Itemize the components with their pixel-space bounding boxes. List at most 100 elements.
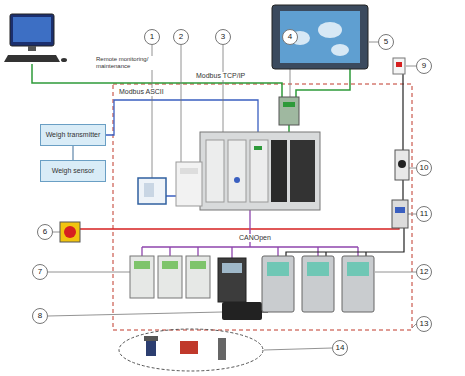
wire-label: Modbus ASCII [118,88,165,96]
touch-screen [331,44,349,56]
canopen-wire [197,247,198,256]
servo-drive [218,258,246,302]
plc-rack [228,140,246,202]
plc-rack [254,146,262,150]
computer-icon [61,58,67,62]
callout-circle: 13 [416,316,432,332]
variable-speed-drive [342,256,374,312]
disconnect-switch [396,62,402,67]
leader-line [48,42,416,350]
callout-number: 4 [288,33,292,42]
canopen-wire [277,247,278,256]
sensor-group [146,340,156,356]
small-drive [134,261,150,269]
power-wire [286,228,404,256]
computer-icon [28,46,36,51]
callout-circle: 12 [416,264,432,280]
leader-line [406,66,416,67]
wire-label: CANOpen [238,234,272,242]
callout-number: 14 [336,344,345,353]
ethernet-switch [279,97,299,125]
circuit-breaker [395,150,409,180]
leader-line [264,348,332,350]
modbus-wire [106,100,258,135]
leader-line [375,272,416,273]
canopen-wire [142,210,358,258]
weighing-module [144,183,154,197]
weighing-module [138,178,166,204]
callout-number: 8 [38,312,42,321]
circuit-breaker [395,150,409,180]
callout-number: 5 [384,38,388,47]
emergency-stop [60,222,80,242]
touch-screen [272,5,368,69]
plc-rack [271,140,287,202]
small-drive [130,256,210,298]
variable-speed-drive [347,262,369,276]
power-supply [180,168,198,174]
computer-icon [4,14,67,62]
callout-circle: 2 [173,29,189,45]
callout-number: 10 [420,164,429,173]
contactor [392,200,408,228]
small-drive [186,256,210,298]
ethernet-switch [283,102,295,107]
servo-drive [218,258,246,302]
canopen-wire [142,246,358,247]
wire-label: Modbus TCP/IP [195,72,246,80]
variable-speed-drive [262,256,294,312]
emergency-stop [60,222,80,242]
variable-speed-drive [302,256,334,312]
emergency-stop [64,226,76,238]
callout-circle: 1 [144,29,160,45]
power-supply [176,162,202,206]
callout-circle: 11 [416,206,432,222]
callout-number: 13 [420,320,429,329]
callout-number: 2 [179,33,183,42]
callout-circle: 3 [215,29,231,45]
ethernet-wire [296,69,350,97]
emergency-wire [80,228,399,229]
sensor-group [119,329,263,371]
ethernet-wire [32,64,350,132]
sensor-group [119,329,263,371]
canopen-wire [141,247,142,256]
sensor-group [180,341,198,354]
disconnect-switch [393,58,405,74]
touch-screen [280,11,360,63]
panel-outline [113,84,412,330]
plc-rack [250,140,268,202]
contactor [392,200,408,228]
leader-line [48,272,130,273]
leader-line [223,45,224,132]
variable-speed-drive [262,256,374,312]
power-wire [325,252,326,256]
wire-label: Remote monitoring/ maintenance [95,56,159,70]
leader-line [48,312,222,316]
callout-number: 3 [221,33,225,42]
plc-rack [200,132,320,210]
plc-rack [234,177,240,183]
process-box: Weigh sensor [40,160,106,182]
callout-circle: 5 [378,34,394,50]
power-supply [176,162,202,206]
plc-rack [200,132,320,210]
callout-circle: 8 [32,308,48,324]
callout-number: 1 [150,33,154,42]
disconnect-switch [393,58,405,74]
callout-circle: 7 [32,264,48,280]
plc-rack [206,140,224,202]
computer-icon [10,14,54,46]
callout-number: 12 [420,268,429,277]
small-drive [130,256,154,298]
callout-number: 7 [38,268,42,277]
ethernet-wire [288,125,290,132]
box-label: Weigh transmitter [46,131,101,139]
callout-circle: 10 [416,160,432,176]
callout-circle: 4 [282,29,298,45]
callout-number: 6 [43,228,47,237]
callout-circle: 9 [416,58,432,74]
